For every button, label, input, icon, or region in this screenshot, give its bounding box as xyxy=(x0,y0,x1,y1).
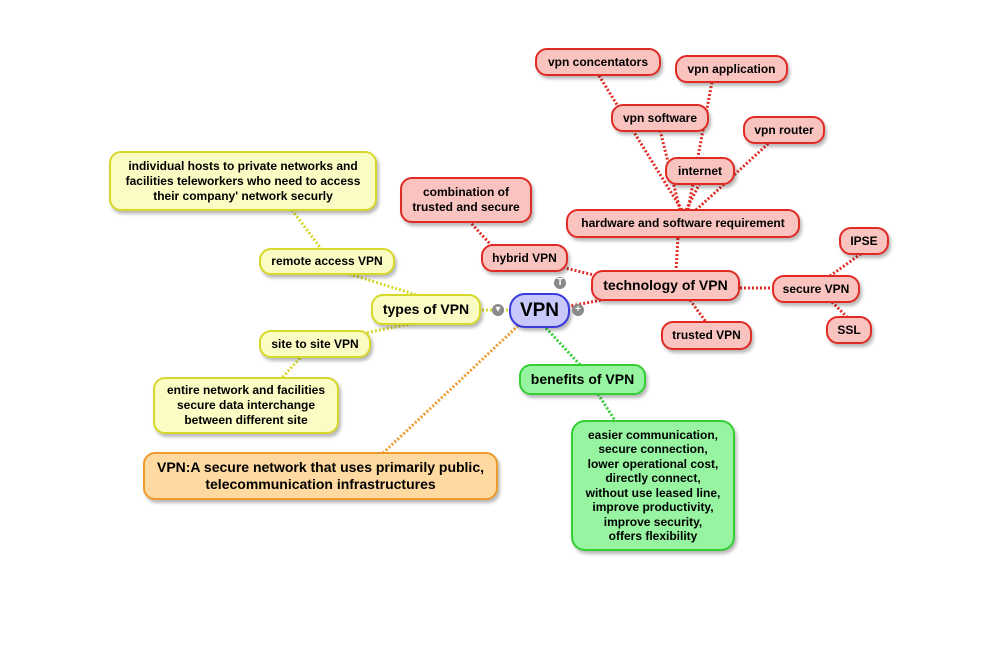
node-vpn-router[interactable]: vpn router xyxy=(743,116,825,144)
node-vpn-definition[interactable]: VPN:A secure network that uses primarily… xyxy=(143,452,498,500)
connector-line xyxy=(596,393,618,423)
connector-line xyxy=(674,235,680,273)
benefit-item: lower operational cost, xyxy=(587,456,719,471)
node-hybrid-vpn[interactable]: hybrid VPN xyxy=(481,244,568,272)
connector-line xyxy=(544,326,584,369)
connector-line xyxy=(468,220,494,248)
central-node-vpn[interactable]: VPN xyxy=(509,293,570,328)
benefit-item: offers flexibility xyxy=(608,529,698,543)
benefit-item: easier communication, xyxy=(587,427,719,442)
node-remote-access-detail[interactable]: individual hosts to private networks and… xyxy=(109,151,377,211)
node-technology-of-vpn[interactable]: technology of VPN xyxy=(591,270,740,301)
benefit-item: without use leased line, xyxy=(585,485,721,500)
node-ssl[interactable]: SSL xyxy=(826,316,872,344)
node-internet[interactable]: internet xyxy=(665,157,735,185)
connector-line xyxy=(280,356,302,380)
benefit-item: directly connect, xyxy=(605,471,701,485)
node-site-to-site-vpn[interactable]: site to site VPN xyxy=(259,330,371,358)
collapse-left-icon[interactable]: ▾ xyxy=(492,304,504,316)
node-ipse[interactable]: IPSE xyxy=(839,227,889,255)
node-benefits-list[interactable]: easier communication, secure connection,… xyxy=(571,420,735,551)
connector-line xyxy=(686,81,714,211)
node-types-of-vpn[interactable]: types of VPN xyxy=(371,294,481,325)
connector-line xyxy=(596,73,684,211)
benefit-item: improve security, xyxy=(603,514,703,529)
expand-right-icon[interactable]: + xyxy=(572,304,584,316)
collapse-top-icon[interactable]: T xyxy=(554,277,566,289)
node-trusted-vpn[interactable]: trusted VPN xyxy=(661,321,752,350)
node-hybrid-vpn-detail[interactable]: combination of trusted and secure xyxy=(400,177,532,223)
benefit-item: secure connection, xyxy=(598,442,708,456)
node-hardware-software-requirement[interactable]: hardware and software requirement xyxy=(566,209,800,238)
node-vpn-software[interactable]: vpn software xyxy=(611,104,709,132)
connector-line xyxy=(378,318,526,458)
connector-line xyxy=(829,251,863,278)
node-remote-access-vpn[interactable]: remote access VPN xyxy=(259,248,395,275)
node-secure-vpn[interactable]: secure VPN xyxy=(772,275,860,303)
node-benefits-of-vpn[interactable]: benefits of VPN xyxy=(519,364,646,395)
benefit-item: improve productivity, xyxy=(592,500,714,514)
connector-line xyxy=(684,182,702,211)
connector-line xyxy=(688,299,708,323)
connector-line xyxy=(694,140,772,212)
node-site-to-site-detail[interactable]: entire network and facilities secure dat… xyxy=(153,377,339,434)
node-vpn-concentators[interactable]: vpn concentators xyxy=(535,48,661,76)
connector-line xyxy=(290,209,324,251)
node-vpn-application[interactable]: vpn application xyxy=(675,55,788,83)
